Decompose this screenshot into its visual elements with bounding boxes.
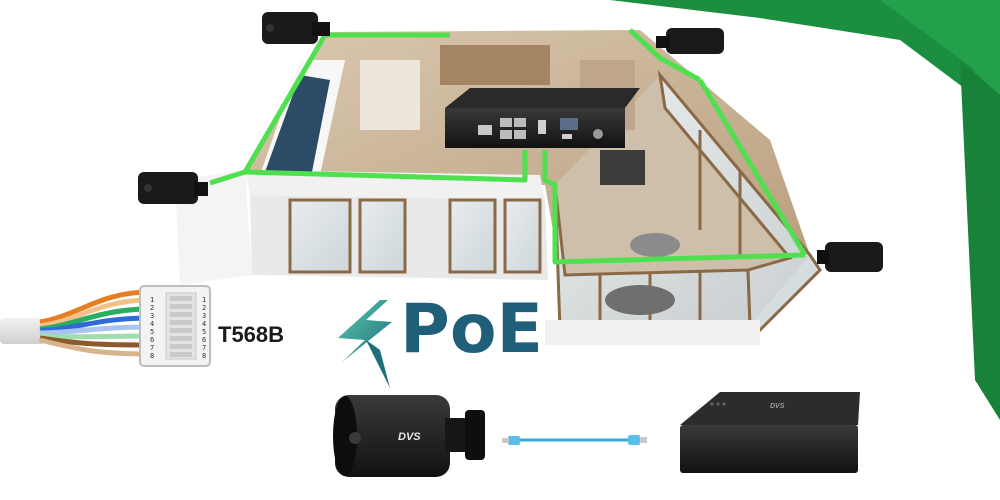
- pin-numbers-left: 1 2 3 4 5 6 7 8: [150, 296, 154, 360]
- network-cabling: [209, 28, 808, 265]
- pin-label: 4: [150, 320, 154, 328]
- corner-decoration: [610, 0, 1000, 420]
- pin-label: 7: [150, 344, 154, 352]
- rj45-connector: [139, 285, 211, 367]
- poe-title: PoE: [400, 290, 543, 369]
- ethernet-cable-icon: [502, 435, 647, 445]
- camera-brand-logo: DVS: [398, 431, 421, 443]
- nvr-recorder-icon: [445, 88, 640, 148]
- wiring-standard-label: T568B: [218, 322, 284, 347]
- pin-label: 6: [150, 336, 154, 344]
- lightning-tail: [366, 340, 390, 388]
- pin-label: 6: [202, 336, 206, 344]
- pin-label: 8: [202, 352, 206, 360]
- pin-label: 5: [150, 328, 154, 336]
- ethernet-wires: [0, 289, 151, 357]
- bullet-camera-icon: DVS: [333, 395, 485, 477]
- bullet-camera-icon: [262, 12, 330, 44]
- pin-label: 1: [202, 296, 206, 304]
- bullet-camera-icon: [817, 242, 883, 272]
- pin-numbers-right: 1 2 3 4 5 6 7 8: [202, 296, 206, 360]
- nvr-recorder-icon: DVS: [680, 392, 860, 473]
- pin-label: 1: [150, 296, 154, 304]
- pin-label: 2: [150, 304, 154, 312]
- front-windows: [288, 198, 542, 274]
- pin-label: 8: [150, 352, 154, 360]
- pin-label: 3: [150, 312, 154, 320]
- pin-label: 4: [202, 320, 206, 328]
- lightning-bolt-icon: [338, 300, 392, 362]
- pin-label: 5: [202, 328, 206, 336]
- bullet-camera-icon: [656, 28, 724, 54]
- pin-label: 7: [202, 344, 206, 352]
- nvr-brand-logo: DVS: [770, 403, 785, 410]
- pin-label: 3: [202, 312, 206, 320]
- pin-label: 2: [202, 304, 206, 312]
- bullet-camera-icon: [138, 172, 208, 204]
